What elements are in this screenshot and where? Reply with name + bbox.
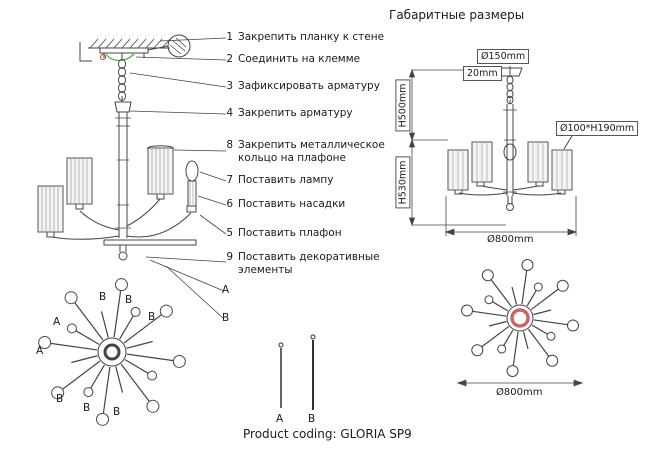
callout-label-b: B xyxy=(222,312,230,324)
step-number: 7 xyxy=(226,174,233,186)
page-title: Габаритные размеры xyxy=(389,8,525,22)
instruction-step: 5 Поставить плафон xyxy=(222,227,390,240)
dim-canopy-height: 20mm xyxy=(463,66,502,81)
dim-shade-size: Ø100*H190mm xyxy=(556,121,639,136)
instruction-step: 9 Поставить декоративные элементы xyxy=(222,251,390,277)
bulb xyxy=(185,160,199,182)
spoke-label-b: B xyxy=(148,311,156,323)
rod-label-a: A xyxy=(276,413,284,425)
step-number: 1 xyxy=(226,31,233,43)
dimension-lines xyxy=(408,68,578,236)
step-number: 2 xyxy=(226,53,233,65)
spoke-label-a: A xyxy=(53,316,61,328)
dim-width: Ø800mm xyxy=(487,234,534,245)
bottom-dimension-line xyxy=(456,379,584,387)
spoke-label-b: B xyxy=(56,393,64,405)
step-text: Поставить декоративные элементы xyxy=(238,251,380,276)
step-number: 3 xyxy=(226,80,233,92)
shades-front-view xyxy=(447,141,573,191)
instruction-step: 1 Закрепить планку к стене xyxy=(222,31,390,44)
callout-label-a: A xyxy=(222,284,230,296)
top-view-right xyxy=(461,259,579,377)
green-wire xyxy=(105,53,135,61)
candle-sleeve xyxy=(187,180,197,207)
step-text: Поставить лампу xyxy=(238,174,334,186)
shade-pleats-front xyxy=(452,143,568,189)
instruction-step: 8 Закрепить металлическое кольцо на плафо… xyxy=(222,139,390,165)
spoke-label-b: B xyxy=(113,406,121,418)
spoke-label-a: A xyxy=(36,345,44,357)
step-number: 6 xyxy=(226,198,233,210)
chandelier-dimension-view xyxy=(454,66,573,211)
leader-lines xyxy=(129,37,227,320)
spoke-label-b: B xyxy=(125,294,133,306)
step-number: 9 xyxy=(226,251,233,263)
detail-callout-circle xyxy=(167,34,191,58)
instruction-step: 7 Поставить лампу xyxy=(222,174,390,187)
step-text: Поставить насадки xyxy=(238,198,346,210)
step-text: Соединить на клемме xyxy=(238,53,361,65)
instruction-step: 2 Соединить на клемме xyxy=(222,53,390,66)
instruction-step: 6 Поставить насадки xyxy=(222,198,390,211)
step-number: 5 xyxy=(226,227,233,239)
dim-h500: H500mm xyxy=(395,79,411,132)
spoke-label-b: B xyxy=(99,291,107,303)
instruction-step: 4 Закрепить арматуру xyxy=(222,107,390,120)
rod-label-b: B xyxy=(308,413,316,425)
step-text: Закрепить планку к стене xyxy=(238,31,385,43)
step-text: Закрепить арматуру xyxy=(238,107,353,119)
step-text: Зафиксировать арматуру xyxy=(238,80,380,92)
sputnik-centers xyxy=(97,304,534,367)
shade-pleats xyxy=(41,149,194,231)
step-text: Поставить плафон xyxy=(238,227,342,239)
wire-clamp xyxy=(100,54,106,60)
red-center-ring xyxy=(510,308,530,328)
chandelier-side-view xyxy=(46,53,199,261)
top-view-left xyxy=(38,278,186,426)
decorative-rods xyxy=(278,334,316,410)
spoke-label-b: B xyxy=(83,402,91,414)
step-text: Закрепить металлическое кольцо на плафон… xyxy=(238,139,385,164)
dim-h530: H530mm xyxy=(395,156,411,209)
product-coding: Product coding: GLORIA SP9 xyxy=(243,427,412,441)
dim-top-diameter: Ø150mm xyxy=(477,49,530,64)
ceiling-mount-drawing xyxy=(79,34,191,62)
instruction-step: 3 Зафиксировать арматуру xyxy=(222,80,390,93)
step-number: 8 xyxy=(226,139,233,151)
step-number: 4 xyxy=(226,107,233,119)
dim-bottom-width: Ø800mm xyxy=(496,387,543,398)
